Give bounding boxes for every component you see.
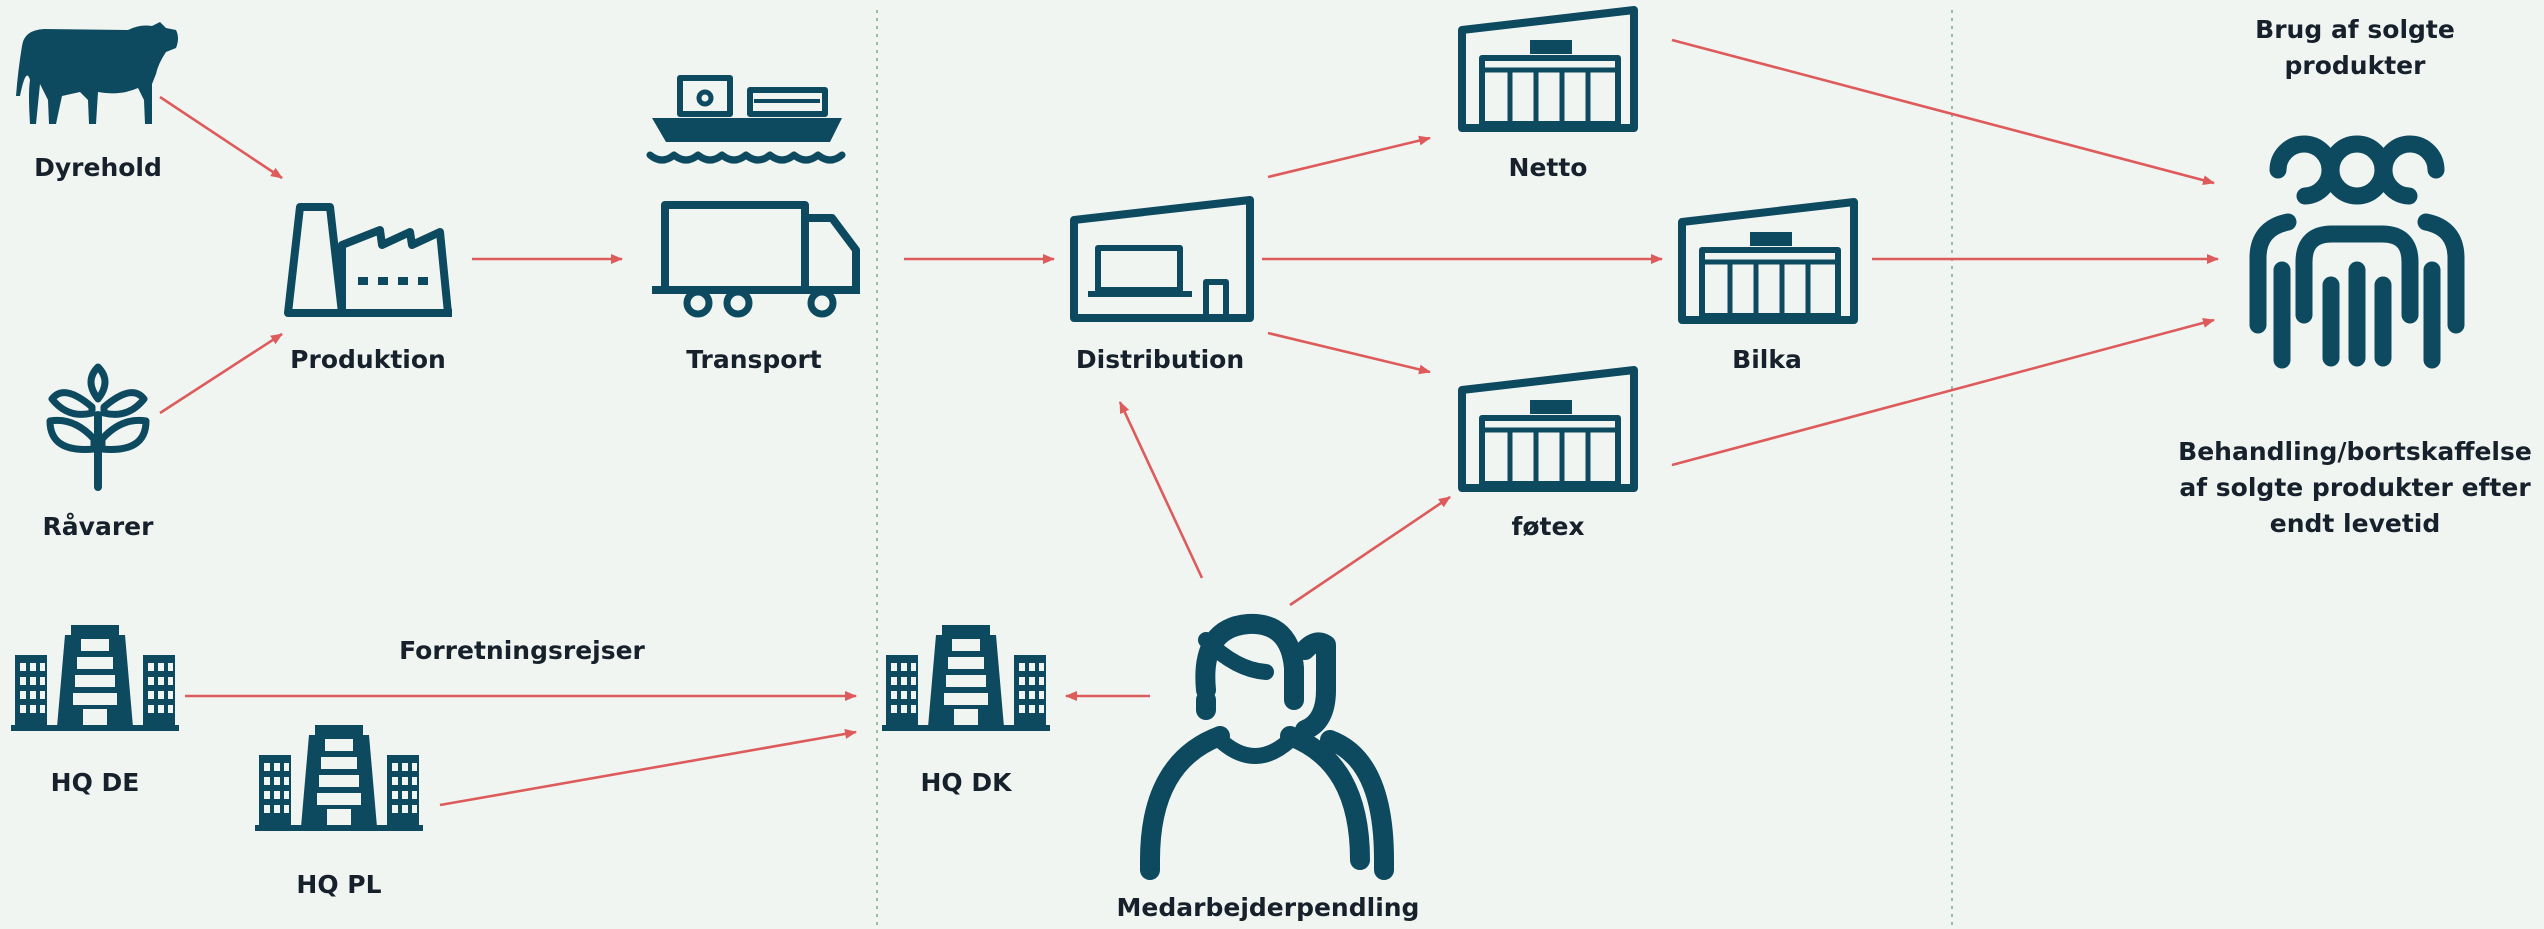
arrow-netto-consumers (1671, 38, 2215, 186)
label-forretningsrejser: Forretningsrejser (399, 636, 645, 665)
label-produktion: Produktion (290, 345, 446, 374)
label-brug: Brug af solgte produkter (2255, 15, 2455, 80)
arrows (159, 38, 2219, 807)
label-distribution: Distribution (1075, 345, 1245, 374)
arrow-raavarer-produktion (159, 332, 283, 415)
office-building-icon (255, 725, 423, 831)
label-behandling: Behandling/bortskaffelse af solgte produ… (2178, 437, 2532, 538)
arrow-dyrehold-produktion (159, 95, 283, 180)
store-icon (1462, 10, 1634, 128)
label-hq-de: HQ DE (50, 768, 140, 797)
arrow-fotex-consumers (1671, 318, 2215, 467)
ship-icon (646, 75, 846, 164)
arrow-distribution-netto (1267, 135, 1431, 179)
consumers-icon (2249, 135, 2465, 369)
arrow-employees-fotex (1289, 495, 1451, 607)
warehouse-icon (1070, 196, 1254, 322)
arrow-hqpl-hqdk (439, 728, 857, 807)
label-hq-pl: HQ PL (296, 870, 382, 899)
label-raavarer: Råvarer (42, 512, 154, 541)
label-bilka: Bilka (1732, 345, 1802, 374)
cow-icon (16, 22, 178, 124)
store-icon (1682, 202, 1854, 320)
employees-icon (1140, 613, 1394, 880)
wheat-icon (46, 363, 150, 491)
factory-icon (284, 203, 452, 317)
label-fotex: føtex (1511, 512, 1585, 541)
office-building-icon (882, 625, 1050, 731)
label-dyrehold: Dyrehold (34, 153, 162, 182)
arrow-employees-distribution (1118, 401, 1204, 579)
label-hq-dk: HQ DK (920, 768, 1012, 797)
truck-icon (652, 201, 860, 318)
office-building-icon (11, 625, 179, 731)
store-icon (1462, 370, 1634, 488)
label-medarbejderpendling: Medarbejderpendling (1116, 893, 1420, 922)
label-transport: Transport (686, 345, 822, 374)
arrow-distribution-fotex (1267, 331, 1431, 375)
label-netto: Netto (1508, 153, 1588, 182)
